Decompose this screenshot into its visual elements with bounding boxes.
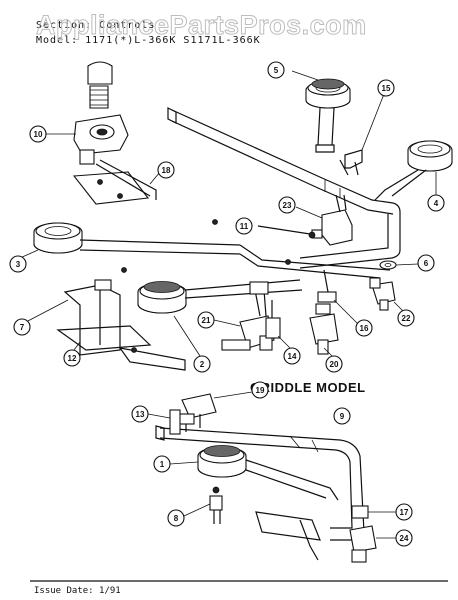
svg-text:11: 11 (240, 222, 249, 231)
svg-text:3: 3 (16, 260, 21, 269)
callout-22: 22 (397, 309, 415, 327)
burner-2 (137, 279, 303, 314)
washer-6 (379, 260, 397, 270)
bracket-15 (339, 149, 363, 176)
manifold-pipe-upper (167, 107, 401, 269)
callout-11: 11 (235, 217, 253, 235)
valve-24 (349, 525, 377, 563)
callout-1: 1 (153, 455, 171, 473)
callout-13: 13 (131, 405, 149, 423)
callout-8: 8 (167, 509, 185, 527)
svg-text:6: 6 (424, 259, 429, 268)
section-header: Section: Controls (36, 20, 155, 31)
callout-21: 21 (197, 311, 215, 329)
valve-23 (311, 194, 353, 246)
callout-12: 12 (63, 349, 81, 367)
griddle-model-label: GRIDDLE MODEL (250, 380, 366, 395)
svg-text:5: 5 (274, 66, 279, 75)
svg-text:20: 20 (330, 360, 339, 369)
svg-text:15: 15 (382, 84, 391, 93)
screw-d (131, 347, 137, 353)
svg-text:23: 23 (283, 201, 292, 210)
svg-text:8: 8 (174, 514, 179, 523)
svg-text:24: 24 (400, 534, 409, 543)
callout-9: 9 (333, 407, 351, 425)
bracket-12 (56, 325, 186, 371)
callout-19: 19 (251, 381, 269, 399)
callout-15: 15 (377, 79, 395, 97)
griddle-manifold-pipe (155, 425, 365, 541)
screw-c (285, 259, 291, 265)
burner-3 (33, 222, 391, 279)
svg-text:19: 19 (256, 386, 265, 395)
svg-text:13: 13 (136, 410, 145, 419)
callout-24: 24 (395, 529, 413, 547)
issue-date: Issue Date: 1/91 (34, 586, 121, 596)
svg-text:4: 4 (434, 199, 439, 208)
svg-text:12: 12 (68, 354, 77, 363)
svg-text:16: 16 (360, 324, 369, 333)
valve-20 (309, 303, 339, 355)
valve-19 (177, 393, 217, 432)
burner-5 (305, 78, 351, 153)
callout-5: 5 (267, 61, 285, 79)
svg-text:14: 14 (288, 352, 297, 361)
callout-17: 17 (395, 503, 413, 521)
igniter-8 (209, 486, 223, 524)
valve-22 (369, 277, 396, 311)
svg-text:1: 1 (160, 460, 165, 469)
callout-10: 10 (29, 125, 47, 143)
bracket-16 (317, 269, 337, 303)
screw-11 (257, 225, 316, 239)
valve-13 (169, 409, 181, 435)
callout-20: 20 (325, 355, 343, 373)
bracket-7 (63, 279, 121, 356)
model-header: Model: 1171(*)L-366K S1171L-366K (36, 35, 261, 46)
svg-text:9: 9 (340, 412, 345, 421)
callout-6: 6 (417, 254, 435, 272)
gas-regulator-10 (73, 61, 129, 165)
burner-4 (374, 140, 453, 201)
callout-3: 3 (9, 255, 27, 273)
svg-text:17: 17 (400, 508, 409, 517)
svg-text:21: 21 (202, 316, 211, 325)
screw-a (212, 219, 218, 225)
svg-text:2: 2 (200, 360, 205, 369)
callout-2: 2 (193, 355, 211, 373)
callout-14: 14 (283, 347, 301, 365)
callout-7: 7 (13, 318, 31, 336)
svg-text:18: 18 (162, 166, 171, 175)
callout-18: 18 (157, 161, 175, 179)
bracket-18 (72, 159, 157, 205)
watermark-logo: AppliancePartsPros.com (36, 10, 367, 40)
valve-21 (221, 281, 275, 351)
valve-14 (265, 300, 281, 339)
svg-text:10: 10 (34, 130, 43, 139)
callout-23: 23 (278, 196, 296, 214)
svg-text:7: 7 (20, 323, 25, 332)
callout-4: 4 (427, 194, 445, 212)
bracket-17 (255, 505, 369, 561)
callout-16: 16 (355, 319, 373, 337)
svg-text:22: 22 (402, 314, 411, 323)
burner-1 (197, 445, 339, 501)
screw-b (121, 267, 127, 273)
